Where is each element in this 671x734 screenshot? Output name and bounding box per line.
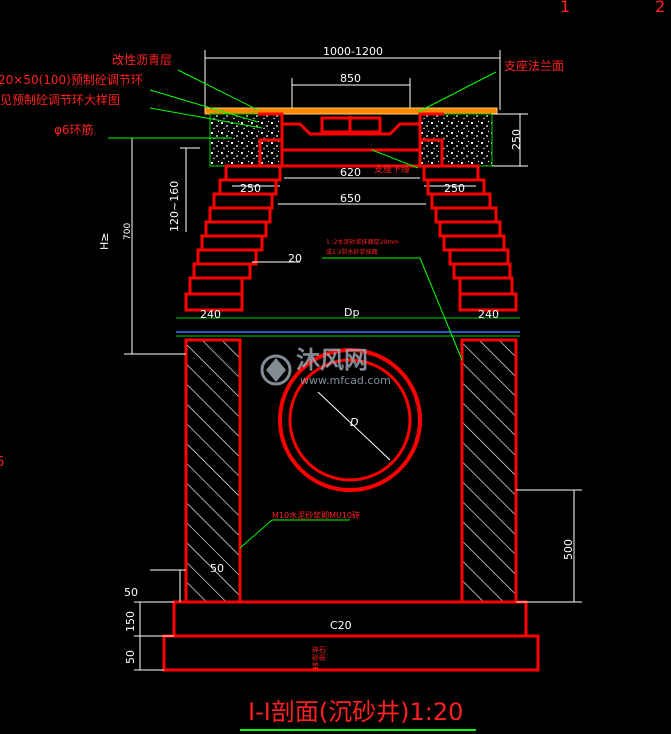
- right-vertical-dims: [492, 113, 582, 603]
- base-gravel-label-2: 砂砾: [312, 653, 326, 662]
- label-grout-2: 或1:2防水砂浆抹面: [326, 248, 378, 256]
- corner-mark-1: 1: [560, 0, 570, 16]
- top-dimensions: [204, 50, 501, 110]
- label-mortar: M10水泥砂浆砌MU10砖: [272, 510, 360, 520]
- base-gravel: [162, 634, 540, 672]
- dim-650: 650: [340, 192, 361, 205]
- watermark-logo: [260, 354, 292, 386]
- dim-ring-height: 120~160: [168, 181, 181, 232]
- dim-right-240: 240: [478, 308, 499, 321]
- label-flange: 支座法兰面: [504, 58, 564, 73]
- inner-dimensions: [232, 177, 476, 205]
- dim-right-250: 250: [444, 182, 465, 195]
- dim-total-700: 700: [123, 223, 133, 240]
- corner-mark-2: 2: [655, 0, 665, 16]
- corbel-left: [184, 164, 282, 312]
- pipe-section: [278, 348, 422, 492]
- base-gravel-label-3: 垫: [312, 661, 319, 670]
- dim-dp: Dp: [344, 306, 359, 319]
- label-adj-ring-detail: 见预制砼调节环大样图: [0, 92, 120, 107]
- dim-foot-50: 50: [210, 562, 224, 575]
- drawing-title: I-I剖面(沉砂井)1:20: [248, 698, 463, 726]
- leader-lines: [108, 69, 497, 549]
- wall-left: [184, 338, 242, 604]
- wall-right: [460, 338, 518, 604]
- dim-total-h: H≥: [98, 233, 111, 251]
- dim-left-50: 50: [124, 586, 138, 599]
- watermark-brand: 沐风网: [296, 346, 368, 374]
- left-edge-mark: 6: [0, 455, 4, 470]
- dim-wall-500: 500: [562, 539, 575, 560]
- corbel-right: [422, 164, 518, 312]
- label-support: 支座下缘: [374, 163, 410, 175]
- dim-base-50: 50: [124, 650, 137, 664]
- base-gravel-label-1: 碎石: [312, 645, 326, 654]
- dim-right-250-vert: 250: [510, 129, 523, 150]
- dim-cover-850: 850: [340, 72, 361, 85]
- dim-top-overall: 1000-1200: [323, 45, 383, 58]
- dim-left-240: 240: [200, 308, 221, 321]
- dim-step-20: 20: [288, 252, 302, 265]
- asphalt-layer: [204, 107, 498, 115]
- dim-base-150: 150: [124, 611, 137, 632]
- pipe-diameter-label: D: [350, 416, 358, 429]
- watermark-url: www.mfcad.com: [300, 374, 391, 387]
- dim-620: 620: [340, 166, 361, 179]
- label-adj-ring: 20×50(100)预制砼调节环: [0, 73, 143, 87]
- label-grout-1: 1 :2水泥砂浆抹面厚20mm: [326, 238, 399, 246]
- label-asphalt: 改性沥青层: [112, 53, 172, 67]
- dim-left-250: 250: [240, 182, 261, 195]
- base-c20-label: C20: [330, 619, 352, 632]
- label-rebar: φ6环筋: [54, 122, 94, 137]
